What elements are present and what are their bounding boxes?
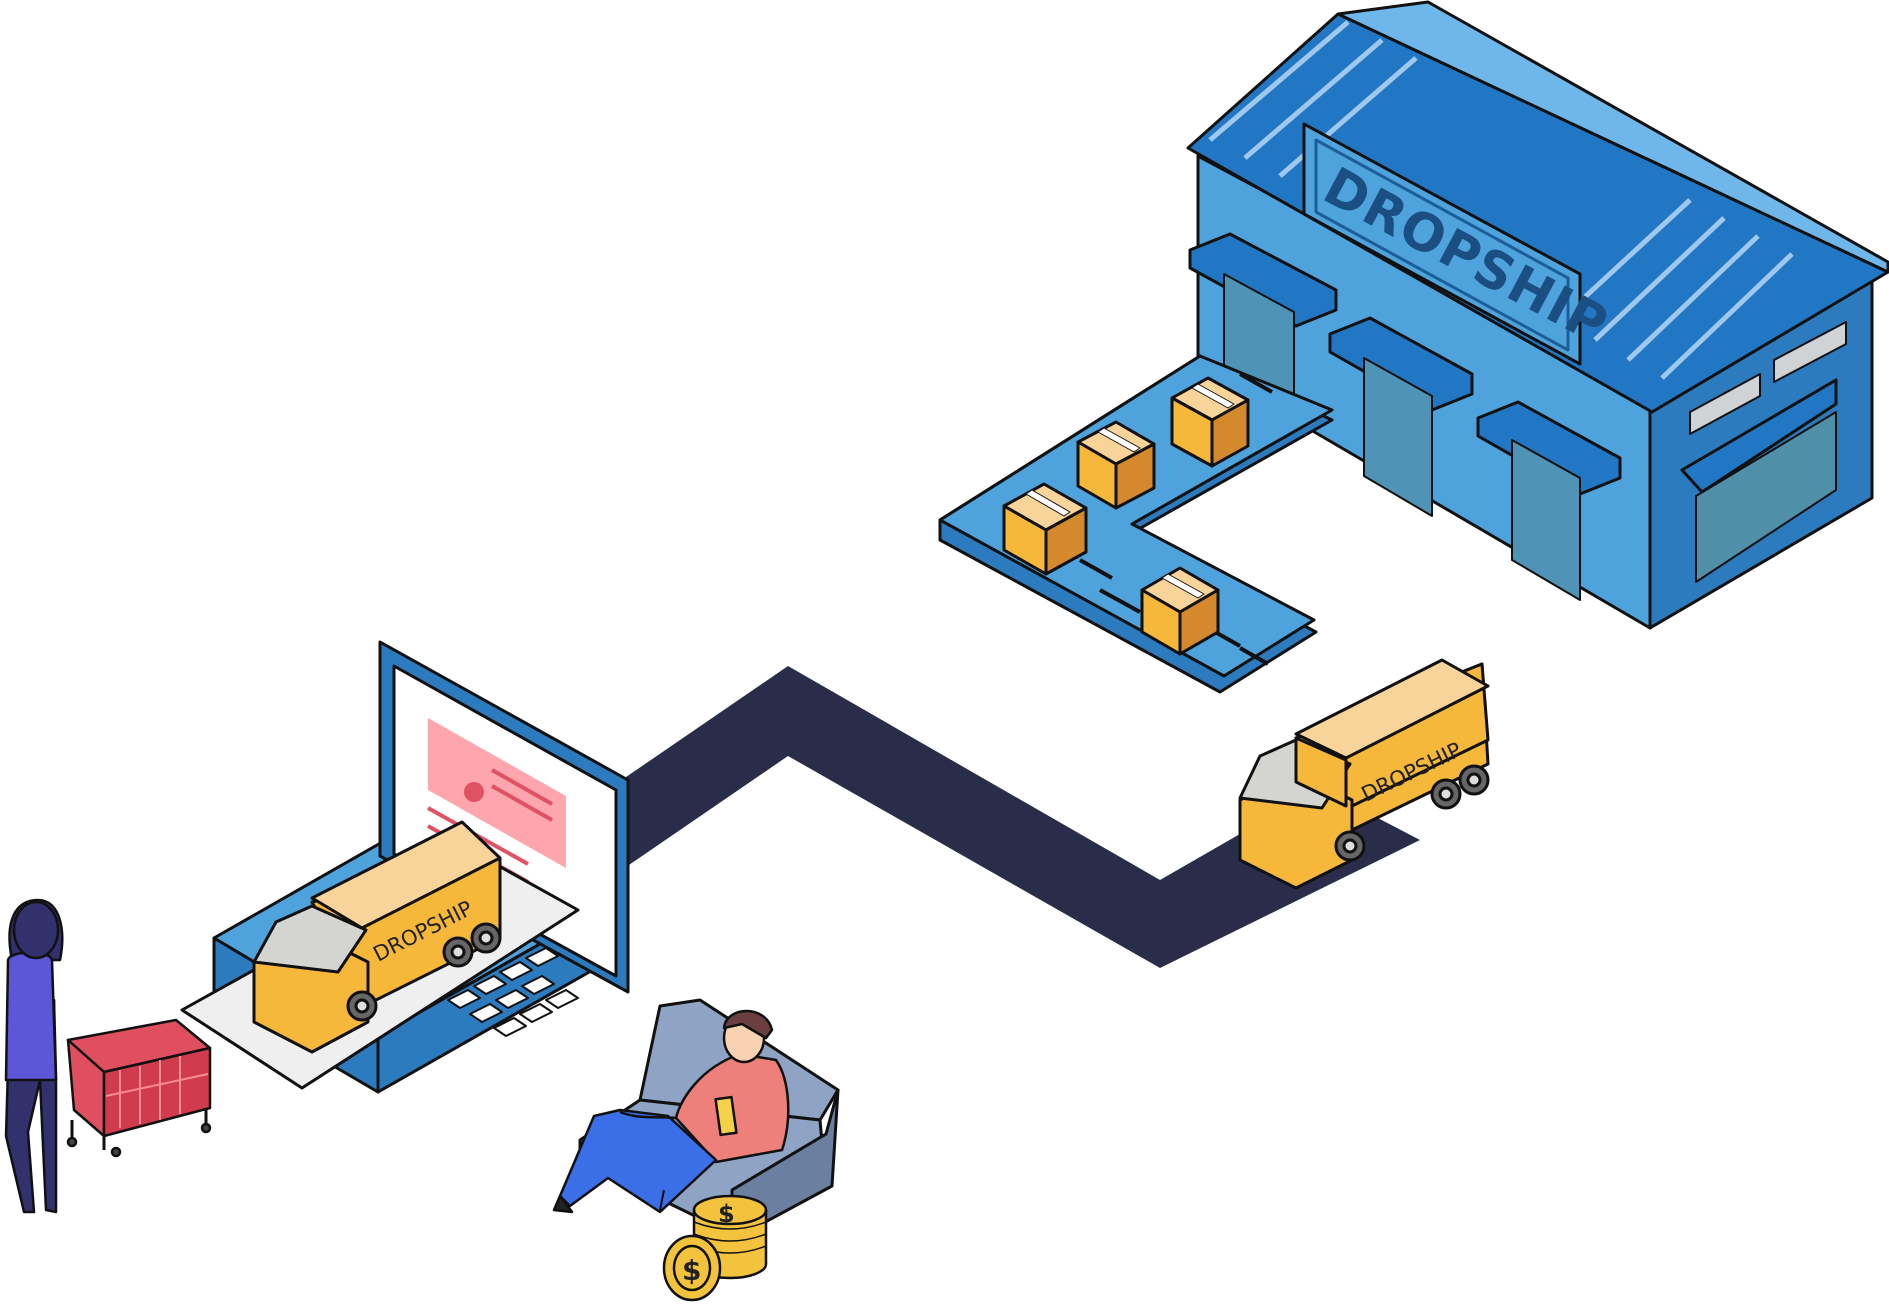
shopper-woman — [4, 898, 64, 1214]
package-icon — [1002, 376, 1250, 656]
package-box-1 — [1170, 376, 1250, 468]
svg-text:$: $ — [682, 1254, 701, 1287]
truck-wheel — [346, 990, 378, 1022]
delivery-truck-laptop — [252, 820, 502, 1054]
truck-wheel — [442, 936, 474, 968]
shopping-cart-icon — [66, 1018, 212, 1158]
truck-wheel — [1430, 778, 1462, 810]
svg-text:$: $ — [718, 1200, 735, 1228]
truck-wheel — [1458, 764, 1490, 796]
warehouse-sign — [1302, 122, 1582, 366]
package-box-4 — [1140, 566, 1220, 656]
warehouse — [1186, 0, 1889, 630]
package-box-3 — [1002, 482, 1088, 576]
conveyor-belt — [938, 354, 1334, 694]
relaxing-man — [552, 1009, 790, 1214]
delivery-truck-road — [1238, 658, 1490, 890]
dollar-coin-icon: $ $ — [662, 1194, 768, 1302]
truck-wheel — [1334, 830, 1366, 862]
package-box-2 — [1076, 420, 1156, 510]
truck-wheel — [470, 922, 502, 954]
